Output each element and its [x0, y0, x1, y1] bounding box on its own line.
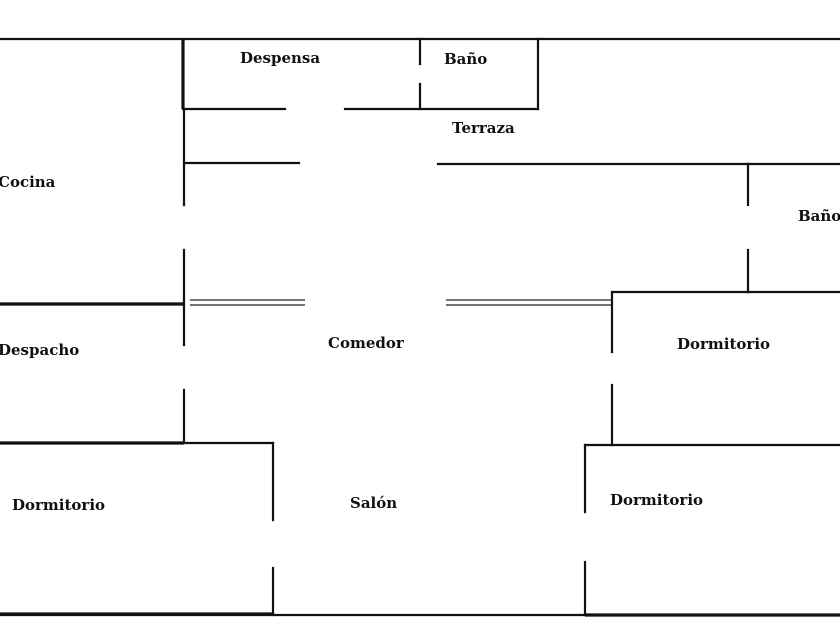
outer-walls: [0, 37, 840, 617]
kitchen-walls: [182, 107, 840, 347]
room-label-comedor: Comedor: [328, 334, 405, 352]
room-label-cocina: Cocina: [0, 173, 56, 191]
room-label-terraza: Terraza: [452, 119, 515, 137]
right-bath-walls: [746, 162, 840, 294]
office-walls: [0, 388, 186, 445]
room-label-bano-top: Baño: [444, 50, 487, 68]
room-label-bano-right: Baño: [798, 207, 840, 225]
bedroom-right-bottom-walls: [583, 443, 840, 617]
room-label-despensa: Despensa: [240, 49, 320, 67]
room-label-dormitorio-right-bottom: Dormitorio: [610, 491, 703, 509]
comedor-partitions: [0, 299, 612, 306]
room-label-dormitorio-left: Dormitorio: [12, 496, 105, 514]
room-label-dormitorio-right-top: Dormitorio: [677, 335, 770, 353]
bedroom-left-walls: [0, 441, 275, 617]
room-label-salon: Salón: [350, 494, 397, 512]
room-label-despacho: Despacho: [0, 341, 79, 359]
bedroom-right-top-walls: [610, 290, 840, 447]
room-labels: Despensa Baño Terraza Cocina Baño Comedo…: [0, 49, 840, 514]
pantry-bath-walls: [181, 37, 540, 111]
